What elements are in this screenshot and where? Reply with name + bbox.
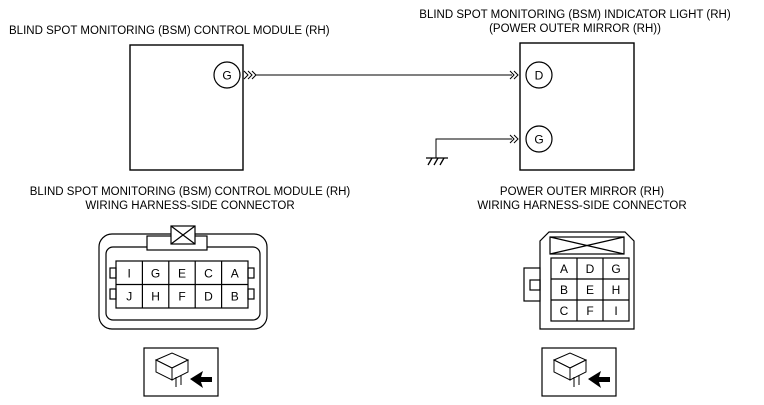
ground-chevron-icon [509, 134, 519, 144]
module-pin: A [231, 267, 239, 281]
module-pin: F [178, 290, 185, 304]
module-terminal-label: G [222, 69, 231, 83]
ground-symbol-icon [426, 157, 448, 166]
module-terminal-circle [213, 61, 241, 89]
module-pin: C [204, 267, 213, 281]
module-pin: I [128, 267, 131, 281]
module-connector-title-line2: WIRING HARNESS-SIDE CONNECTOR [85, 200, 295, 212]
indicator-title-line1: BLIND SPOT MONITORING (BSM) INDICATOR LI… [419, 9, 731, 21]
mirror-pin: F [586, 304, 593, 318]
mirror-connector [523, 231, 635, 330]
mirror-pin: A [560, 262, 568, 276]
module-connector-chevron-icon [243, 70, 257, 80]
module-connector [98, 225, 268, 330]
mirror-pin: H [612, 283, 621, 297]
mirror-pin: D [586, 262, 595, 276]
mirror-pin: I [614, 304, 617, 318]
module-connector-title-line1: BLIND SPOT MONITORING (BSM) CONTROL MODU… [29, 186, 351, 198]
module-title: BLIND SPOT MONITORING (BSM) CONTROL MODU… [9, 25, 330, 37]
module-pin: E [178, 267, 186, 281]
indicator-title-line2: (POWER OUTER MIRROR (RH)) [489, 23, 661, 35]
module-connector-pins: I G E C A J H F D B [126, 267, 239, 304]
indicator-terminal-d-circle [525, 61, 553, 89]
indicator-d-chevron-icon [509, 70, 519, 80]
module-pin: G [151, 267, 160, 281]
mirror-pin: E [586, 283, 594, 297]
mirror-pin: C [560, 304, 569, 318]
module-pin: J [126, 290, 132, 304]
mirror-connector-title-line2: WIRING HARNESS-SIDE CONNECTOR [477, 200, 687, 212]
indicator-terminal-g-label: G [534, 133, 543, 147]
module-pin: D [204, 290, 213, 304]
mirror-pin: G [611, 262, 620, 276]
mirror-connector-title-line1: POWER OUTER MIRROR (RH) [499, 186, 665, 198]
mirror-pin: B [560, 283, 568, 297]
ground-wire [435, 138, 512, 158]
indicator-terminal-d-label: D [535, 69, 544, 83]
module-pin: H [151, 290, 160, 304]
indicator-terminal-g-circle [525, 125, 553, 153]
view-direction-icon [541, 347, 617, 397]
mirror-connector-pins: A D G B E H C F I [560, 262, 621, 318]
view-direction-icon [143, 347, 219, 397]
module-pin: B [231, 290, 239, 304]
